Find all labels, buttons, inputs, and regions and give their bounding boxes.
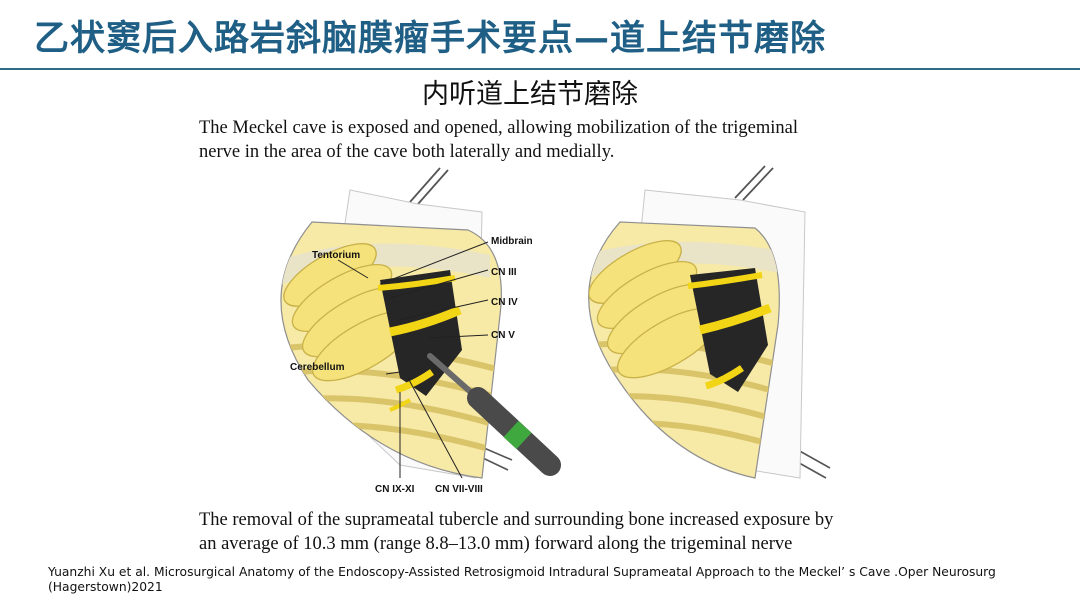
- top-paragraph-line-2: nerve in the area of the cave both later…: [199, 142, 615, 162]
- citation-line-2: (Hagerstown)2021: [48, 580, 163, 594]
- nerve: [704, 365, 744, 390]
- label-cn-ix-xi: CN IX-XI: [375, 484, 415, 495]
- retractor-wire: [417, 169, 449, 205]
- nerve: [687, 272, 763, 289]
- nerve: [389, 305, 462, 337]
- label-cerebellum: Cerebellum: [290, 362, 345, 373]
- bottom-paragraph-line-2: an average of 10.3 mm (range 8.8–13.0 mm…: [199, 534, 793, 554]
- retractor-wire: [742, 167, 774, 201]
- right-illustration: [588, 165, 831, 479]
- cerebellum-folia: [283, 243, 417, 382]
- top-paragraph-line-1: The Meckel cave is exposed and opened, a…: [199, 118, 799, 138]
- label-tentorium: Tentorium: [312, 250, 360, 261]
- label-cn-iv: CN IV: [491, 297, 518, 308]
- citation: Yuanzhi Xu et al. Microsurgical Anatomy …: [48, 565, 1068, 595]
- top-paragraph: The Meckel cave is exposed and opened, a…: [199, 116, 919, 164]
- nerve: [394, 369, 434, 394]
- left-illustration: Tentorium Midbrain CN III CN IV CN V Cer…: [280, 167, 561, 495]
- nerve: [698, 303, 772, 335]
- cerebellum-folia: [588, 240, 722, 379]
- retractor-wire: [734, 165, 766, 199]
- retractor-wire: [409, 167, 441, 203]
- bottom-paragraph-line-1: The removal of the suprameatal tubercle …: [199, 510, 834, 530]
- dark-cavity: [690, 268, 768, 392]
- label-cn-vii-viii: CN VII-VIII: [435, 484, 483, 495]
- endoscope-instrument: [427, 353, 561, 476]
- slide-subtitle: 内听道上结节磨除: [422, 79, 638, 110]
- title-divider: [0, 68, 1080, 70]
- nerve: [377, 275, 456, 291]
- slide-title: 乙状窦后入路岩斜脑膜瘤手术要点—道上结节磨除: [34, 19, 827, 59]
- bottom-paragraph: The removal of the suprameatal tubercle …: [199, 508, 919, 556]
- label-midbrain: Midbrain: [491, 236, 533, 247]
- citation-line-1: Yuanzhi Xu et al. Microsurgical Anatomy …: [48, 565, 996, 579]
- label-cn-iii: CN III: [491, 267, 517, 278]
- label-cn-v: CN V: [491, 330, 515, 341]
- anatomy-figure: Tentorium Midbrain CN III CN IV CN V Cer…: [280, 165, 831, 495]
